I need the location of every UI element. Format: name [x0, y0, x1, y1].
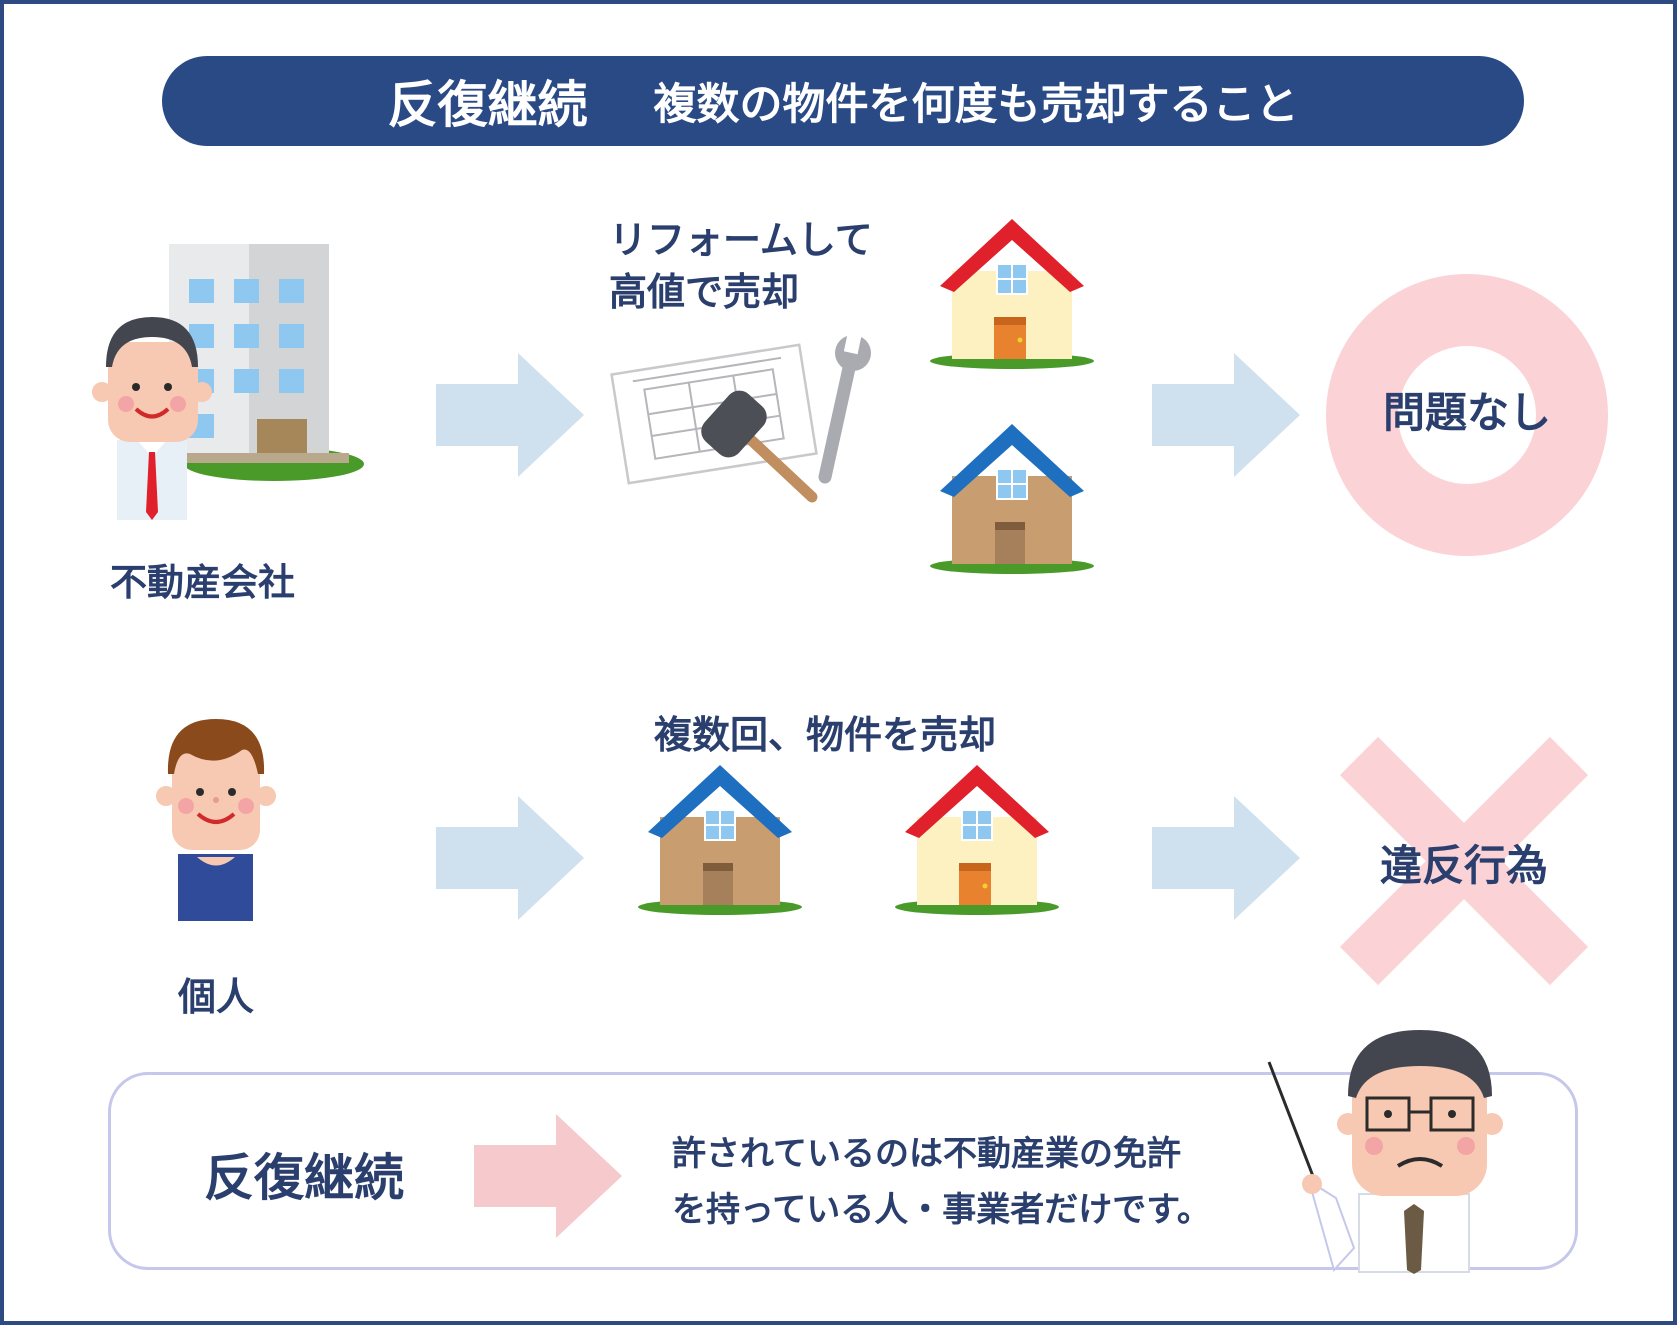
hammer-icon	[701, 390, 818, 503]
ng-cross-icon	[1339, 736, 1589, 986]
ok-circle-icon	[1326, 274, 1608, 556]
renovation-label-line2: 高値で売却	[609, 270, 800, 314]
title-banner: 反復継続 複数の物件を何度も売却すること	[162, 56, 1524, 146]
individual-avatar	[156, 719, 276, 921]
flow-arrow-icon	[1152, 796, 1300, 920]
flow-arrow-icon	[436, 796, 584, 920]
summary-term: 反復継続	[204, 1149, 404, 1207]
actor-label-company: 不動産会社	[110, 561, 295, 604]
banner-definition: 複数の物件を何度も売却すること	[653, 80, 1299, 130]
blue-roof-house-icon	[930, 424, 1094, 574]
wrench-icon	[818, 329, 871, 484]
renovation-label-line1: リフォームして	[609, 218, 873, 262]
flow-arrow-icon	[436, 353, 584, 477]
summary-text: 許されているのは不動産業の免許 を持っている人・事業者だけです。	[672, 1126, 1211, 1238]
banner-term: 反復継続	[387, 76, 588, 134]
summary-text-line1: 許されているのは不動産業の免許	[672, 1134, 1181, 1174]
actor-label-individual: 個人	[178, 975, 255, 1019]
businessman-avatar	[92, 317, 212, 520]
blue-roof-house-icon	[638, 765, 802, 915]
result-label-ok: 問題なし	[1382, 388, 1551, 437]
summary-arrow-icon	[474, 1114, 622, 1238]
flow-arrow-icon	[1152, 353, 1300, 477]
result-label-ng: 違反行為	[1379, 841, 1548, 890]
multiple-sales-label: 複数回、物件を売却	[654, 713, 997, 757]
teacher-avatar	[1267, 1030, 1503, 1274]
red-roof-house-icon	[930, 219, 1094, 369]
renovation-label: リフォームして 高値で売却	[609, 214, 873, 318]
red-roof-house-icon	[895, 765, 1059, 915]
summary-text-line2: を持っている人・事業者だけです。	[672, 1190, 1211, 1230]
